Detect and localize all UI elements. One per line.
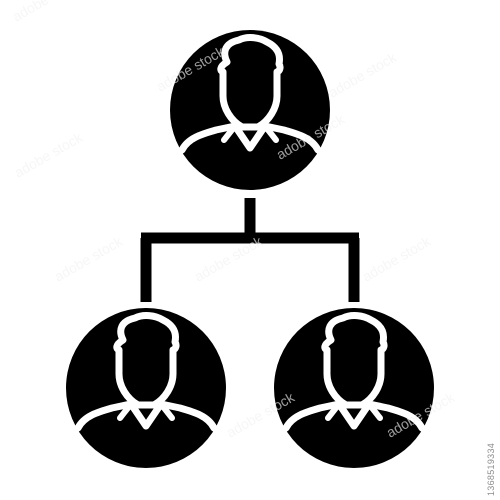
svg-text:adobe stock: adobe stock — [326, 48, 400, 100]
svg-text:adobe stock: adobe stock — [52, 232, 126, 284]
svg-text:adobe stock: adobe stock — [12, 128, 86, 180]
watermark-id: 1368519334 — [486, 442, 496, 496]
bottom-right-person-node — [274, 308, 434, 468]
bottom-left-person-node — [66, 308, 226, 468]
svg-text:adobe stock: adobe stock — [10, 0, 84, 25]
top-person-node — [170, 30, 330, 190]
svg-text:adobe stock: adobe stock — [360, 232, 434, 284]
connector-lines — [140, 198, 360, 302]
